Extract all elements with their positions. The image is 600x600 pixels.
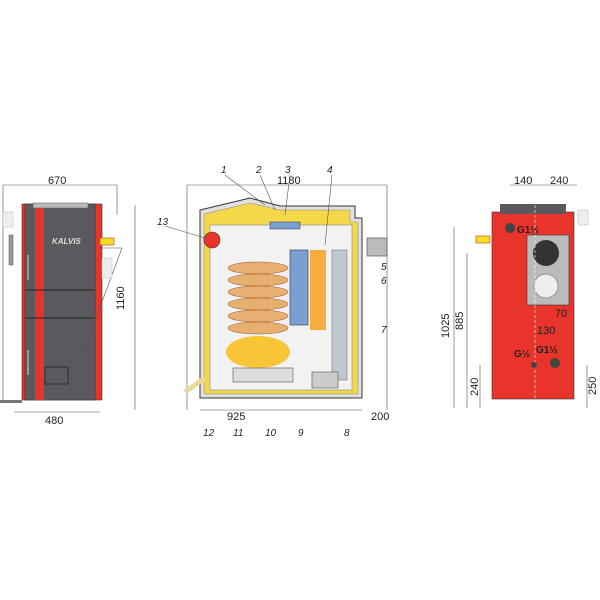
rear-dim-130: 130	[537, 325, 555, 337]
thread-top: G1½	[517, 225, 539, 236]
supply-connection	[505, 223, 515, 233]
callout-7: 7	[381, 325, 387, 336]
rear-dim-250: 250	[587, 377, 599, 395]
callout-4: 4	[327, 165, 333, 176]
callout-10: 10	[265, 428, 277, 439]
callout-11: 11	[233, 428, 243, 439]
callout-9: 9	[298, 428, 304, 439]
section-view: 1180 1 2 3 4 5 6 7 8 9 10	[157, 165, 389, 439]
lever-icon	[8, 234, 14, 266]
grate	[232, 367, 294, 383]
front-height-dim: 1160	[115, 286, 127, 310]
callout-6: 6	[381, 276, 387, 287]
thread-bottom-right: G1½	[536, 345, 558, 356]
rear-dim-140: 140	[514, 175, 532, 187]
front-width-dim: 670	[48, 175, 66, 187]
flue-passage	[310, 250, 326, 330]
rear-dim-70: 70	[555, 308, 567, 320]
rear-view: 140 240 G1½ 70 130 G½ G1½ 1025 885 240 2…	[440, 175, 599, 408]
top-cover	[32, 202, 89, 209]
flame	[226, 336, 290, 368]
thread-bottom-left: G½	[514, 349, 530, 360]
red-stripe	[35, 204, 44, 400]
fan-motor	[203, 231, 221, 249]
callout-5: 5	[381, 262, 387, 273]
flue-outlet	[366, 237, 388, 257]
rear-dim-1025: 1025	[440, 314, 452, 338]
turbulator	[289, 249, 309, 326]
callout-2: 2	[255, 165, 262, 176]
callout-13: 13	[157, 217, 169, 228]
brand-logo: KALVIS	[52, 237, 82, 246]
door-handle	[27, 255, 29, 280]
rear-dim-240: 240	[550, 175, 568, 187]
ash-door	[44, 366, 69, 385]
section-depth-dim: 1180	[277, 175, 301, 187]
front-base-dim: 480	[45, 415, 63, 427]
rear-dim-240-height: 240	[469, 378, 481, 396]
ash-box	[311, 371, 339, 389]
callout-1: 1	[221, 165, 227, 176]
fan-icon	[2, 211, 14, 228]
return-connection	[550, 358, 560, 368]
callout-8: 8	[344, 428, 350, 439]
rear-dim-885: 885	[454, 312, 466, 330]
front-view: 670 KALVIS 1160 480	[0, 175, 136, 427]
section-bottom-left-dim: 925	[227, 411, 245, 423]
callout-12: 12	[203, 428, 215, 439]
drain-connection	[531, 362, 537, 368]
air-inlet-arrow	[183, 375, 207, 395]
section-bottom-right-dim: 200	[371, 411, 389, 423]
firewood-stack	[227, 261, 289, 335]
thermostat-icon	[99, 237, 115, 246]
door-handle	[27, 350, 29, 375]
callout-3: 3	[285, 165, 291, 176]
